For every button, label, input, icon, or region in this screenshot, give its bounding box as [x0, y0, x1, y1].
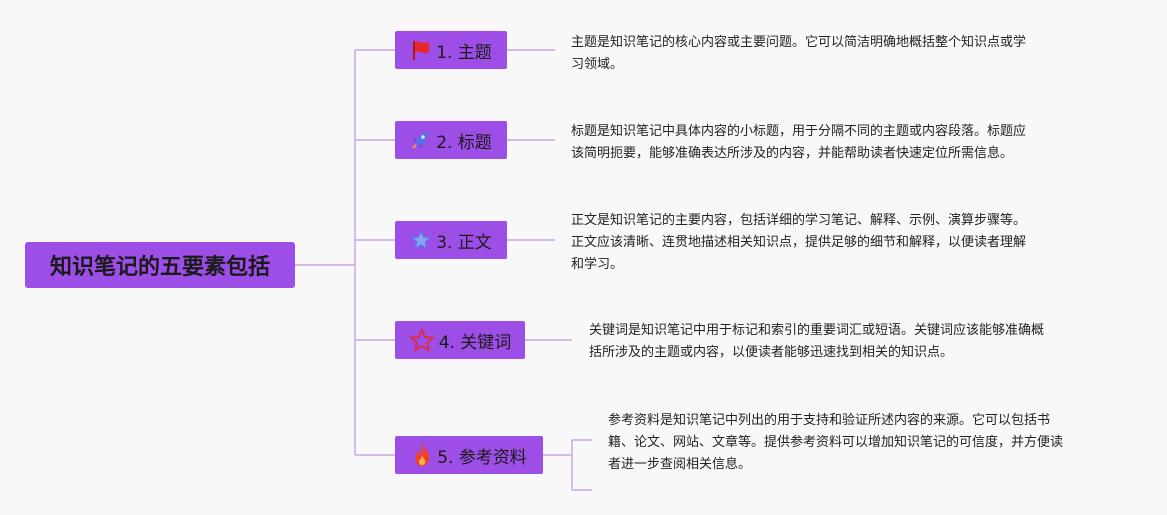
- branch-description-references: 参考资料是知识笔记中列出的用于支持和验证所述内容的来源。它可以包括书 籍、论文、…: [608, 413, 1064, 472]
- branch-description-body: 正文是知识笔记的主要内容，包括详细的学习笔记、解释、示例、演算步骤等。 正文应该…: [571, 213, 1027, 272]
- branch-label: 5. 参考资料: [437, 447, 527, 468]
- branch-label: 2. 标题: [436, 132, 492, 153]
- fire-icon: [415, 444, 430, 466]
- branch-description-keywords: 关键词是知识笔记中用于标记和索引的重要词汇或短语。关键词应该能够准确概 括所涉及…: [589, 323, 1045, 360]
- branch-node-topic[interactable]: 1. 主题: [395, 31, 507, 69]
- branch-description-topic: 主题是知识笔记的核心内容或主要问题。它可以简洁明确地概括整个知识点或学 习领域。: [571, 35, 1027, 72]
- red-flag-icon: [413, 41, 430, 60]
- branch-label: 4. 关键词: [438, 332, 512, 353]
- branch-label: 1. 主题: [436, 42, 492, 63]
- branch-node-heading[interactable]: 2. 标题: [395, 121, 507, 159]
- branch-node-references[interactable]: 5. 参考资料: [395, 436, 543, 474]
- blue-rocket-icon: [412, 132, 429, 149]
- branch-description-heading: 标题是知识笔记中具体内容的小标题，用于分隔不同的主题或内容段落。标题应 该简明扼…: [571, 124, 1027, 161]
- branch-node-keywords[interactable]: 4. 关键词: [395, 321, 525, 359]
- branch-node-body[interactable]: 3. 正文: [395, 221, 507, 259]
- root-topic-title: 知识笔记的五要素包括: [49, 255, 270, 280]
- red-star-outline-icon: [408, 328, 435, 352]
- root-topic[interactable]: 知识笔记的五要素包括: [25, 242, 295, 288]
- blue-star-icon: [410, 229, 432, 250]
- branch-label: 3. 正文: [436, 232, 492, 253]
